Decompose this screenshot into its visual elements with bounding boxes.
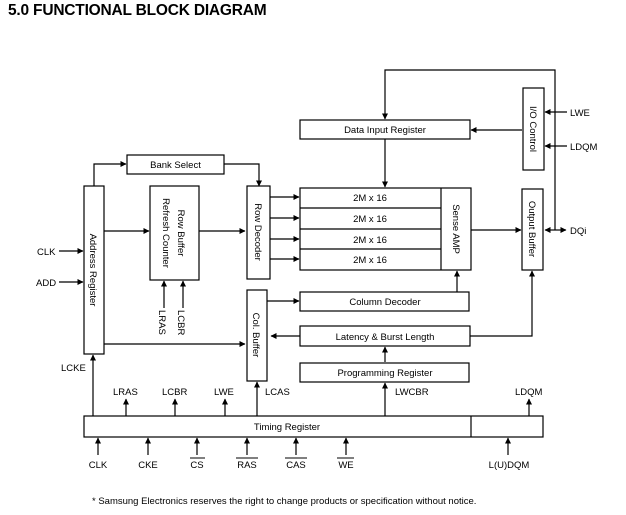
signal-add-in: ADD (36, 278, 56, 289)
row-buffer-label: Row Buffer (175, 210, 186, 257)
data-input-register-label: Data Input Register (344, 125, 426, 136)
latency-burst-block: Latency & Burst Length (299, 325, 471, 347)
sense-amp-label: Sense AMP (450, 204, 461, 254)
wire-latency-to-outbuf (470, 270, 535, 337)
latency-burst-label: Latency & Burst Length (336, 332, 435, 343)
address-register-label: Address Register (87, 234, 98, 307)
wire-dqi-loop (382, 69, 556, 230)
timing-in-ras: RAS (237, 460, 257, 471)
signal-lcke: LCKE (61, 363, 86, 374)
timing-register-label: Timing Register (254, 422, 320, 433)
refresh-counter-label: Refresh Counter (160, 198, 171, 268)
timing-in-cas: CAS (286, 460, 306, 471)
timing-out-lcas: LCAS (265, 387, 290, 398)
timing-register-block: Timing Register (83, 415, 544, 438)
row-decoder-block: Row Decoder (246, 185, 271, 280)
signal-ldqm-io: LDQM (570, 142, 598, 153)
signal-clk-in: CLK (37, 247, 56, 258)
memory-bank-2: 2M x 16 (353, 214, 387, 225)
bank-select-label: Bank Select (150, 160, 201, 171)
timing-in-cke: CKE (138, 460, 158, 471)
timing-in-cs: CS (190, 460, 203, 471)
bank-select-block: Bank Select (126, 154, 225, 175)
timing-out-lcbr: LCBR (162, 387, 187, 398)
row-buffer-block: Row Buffer Refresh Counter (149, 185, 200, 281)
data-input-register-block: Data Input Register (299, 119, 471, 140)
col-buffer-label: Col. Buffer (250, 313, 261, 358)
timing-in-we: WE (338, 460, 353, 471)
wire-addr-to-bank (93, 161, 127, 186)
timing-out-lwcbr: LWCBR (395, 387, 429, 398)
memory-array-block: 2M x 16 2M x 16 2M x 16 2M x 16 Sense AM… (299, 187, 472, 271)
memory-bank-4: 2M x 16 (353, 255, 387, 266)
timing-out-lwe: LWE (214, 387, 234, 398)
footnote: * Samsung Electronics reserves the right… (92, 496, 477, 507)
column-decoder-block: Column Decoder (299, 291, 470, 312)
row-decoder-label: Row Decoder (252, 203, 263, 261)
address-register-block: Address Register (83, 185, 105, 355)
memory-bank-1: 2M x 16 (353, 193, 387, 204)
io-control-block: I/O Control (522, 87, 545, 171)
signal-dqi: DQi (570, 226, 586, 237)
timing-out-lras: LRAS (113, 387, 138, 398)
timing-in-clk: CLK (89, 460, 108, 471)
timing-out-ldqm: LDQM (515, 387, 543, 398)
programming-register-label: Programming Register (337, 368, 432, 379)
timing-in-ludqm: L(U)DQM (489, 460, 530, 471)
col-buffer-block: Col. Buffer (246, 289, 268, 382)
output-buffer-label: Output Buffer (526, 201, 537, 257)
diagram-title: 5.0 FUNCTIONAL BLOCK DIAGRAM (8, 2, 267, 19)
signal-lwe-io: LWE (570, 108, 590, 119)
wires (59, 69, 567, 455)
signal-lcbr-row: LCBR (175, 310, 186, 335)
memory-bank-3: 2M x 16 (353, 235, 387, 246)
io-control-label: I/O Control (527, 106, 538, 152)
signal-labels: CLK ADD LCKE LRAS LCBR LWE LDQM DQi LRAS… (36, 108, 598, 471)
column-decoder-label: Column Decoder (349, 297, 420, 308)
output-buffer-block: Output Buffer (521, 188, 544, 271)
signal-lras-row: LRAS (156, 310, 167, 335)
wire-bank-to-rowdec (224, 163, 262, 187)
programming-register-block: Programming Register (299, 362, 470, 383)
